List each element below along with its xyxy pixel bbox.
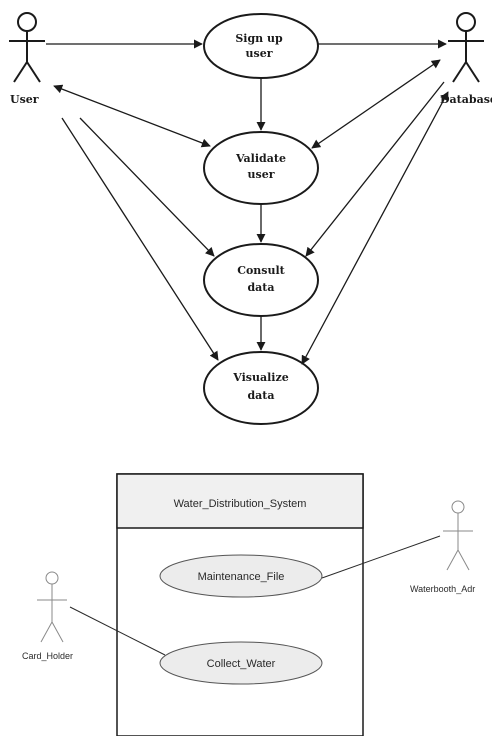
- arrow-visualize-database: [301, 91, 449, 365]
- database-actor-left-leg: [452, 61, 467, 83]
- database-actor: [448, 12, 484, 83]
- validate-label-line2: user: [248, 168, 275, 181]
- top-use-case-diagram: User Database Sign up user Validate user…: [9, 12, 492, 425]
- waterbooth-admin-right-leg: [457, 549, 470, 571]
- user-actor-right-leg: [26, 61, 41, 83]
- association-cardholder-collect: [69, 606, 166, 656]
- use-case-sign-up-user: [203, 13, 319, 79]
- collect-water-label: Collect_Water: [207, 658, 276, 670]
- arrow-user-to-consult: [79, 117, 215, 257]
- bottom-use-case-diagram: Water_Distribution_System Maintenance_Fi…: [22, 473, 475, 736]
- arrow-user-to-visualize: [61, 117, 219, 361]
- system-title: Water_Distribution_System: [174, 498, 307, 510]
- waterbooth-admin-left-leg: [446, 549, 459, 571]
- arrow-database-validate: [311, 59, 441, 149]
- maintenance-file-label: Maintenance_File: [198, 571, 285, 583]
- user-actor-label: User: [10, 93, 39, 106]
- visualize-label-line1: Visualize: [232, 371, 288, 384]
- system-header: [116, 473, 364, 529]
- arrow-database-to-consult: [305, 81, 445, 257]
- card-holder-actor: [37, 571, 67, 643]
- user-actor-head: [17, 12, 37, 32]
- card-holder-right-leg: [51, 621, 64, 643]
- use-case-collect-water: [159, 641, 323, 685]
- use-case-visualize-data: [203, 351, 319, 425]
- sign-up-label-line2: user: [246, 47, 273, 60]
- card-holder-left-leg: [40, 621, 53, 643]
- consult-label-line2: data: [247, 281, 274, 294]
- validate-label-line1: Validate: [235, 152, 286, 165]
- database-actor-head: [456, 12, 476, 32]
- waterbooth-admin-head: [451, 500, 465, 514]
- association-admin-maintenance: [321, 535, 441, 579]
- waterbooth-admin-actor: [443, 500, 473, 571]
- use-case-maintenance-file: [159, 554, 323, 598]
- card-holder-label: Card_Holder: [22, 651, 73, 661]
- waterbooth-admin-label: Waterbooth_Adr: [410, 584, 475, 594]
- card-holder-head: [45, 571, 59, 585]
- sign-up-label-line1: Sign up: [235, 32, 283, 45]
- visualize-label-line2: data: [247, 389, 274, 402]
- database-actor-label: Database: [440, 93, 492, 106]
- user-actor-left-leg: [13, 61, 28, 83]
- arrow-user-validate: [53, 84, 211, 148]
- database-actor-right-leg: [465, 61, 480, 83]
- use-case-consult-data: [203, 243, 319, 317]
- user-actor: [9, 12, 45, 83]
- consult-label-line1: Consult: [237, 264, 285, 277]
